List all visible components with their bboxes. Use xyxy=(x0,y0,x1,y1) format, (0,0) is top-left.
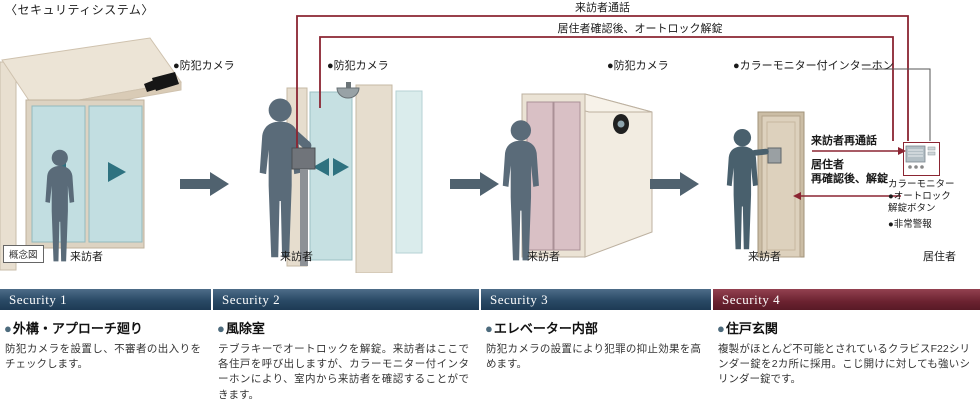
elevator-door-left xyxy=(526,101,554,251)
bullet-icon: ● xyxy=(485,321,493,336)
resident-reconfirm-label: 居住者 再確認後、解錠 xyxy=(811,159,888,185)
section-security-3: Security 3 ●エレベーター内部 防犯カメラの設置により犯罪の抑止効果を… xyxy=(481,289,711,404)
visitor-label-4: 来訪者 xyxy=(748,251,781,263)
door-intercom-icon xyxy=(767,147,782,164)
visitor-call-label: 来訪者通話 xyxy=(575,2,630,14)
section-body-4: 複製がほとんど不可能とされているクラビスF22シリンダー錠を2カ所に採用。こじ開… xyxy=(718,343,970,386)
scene-dwelling-entrance xyxy=(726,111,805,258)
visitor-label-3: 来訪者 xyxy=(527,251,560,263)
autolock-unlock-button-label: ●オートロック 解錠ボタン xyxy=(888,191,951,214)
section-security-4: Security 4 ●住戸玄関 複製がほとんど不可能とされているクラビスF22… xyxy=(713,289,980,404)
section-header-1: Security 1 xyxy=(0,289,211,310)
scene-windbreak-room xyxy=(259,82,423,273)
visitor-label-1: 来訪者 xyxy=(70,251,103,263)
page-title: 〈セキュリティシステム〉 xyxy=(5,3,154,17)
dome-camera-icon xyxy=(336,82,360,99)
windbreak-far-glass xyxy=(395,90,423,254)
section-body-3: 防犯カメラの設置により犯罪の抑止効果を高めます。 xyxy=(486,343,701,371)
visitor-label-2: 来訪者 xyxy=(280,251,313,263)
camera-label-3: ●防犯カメラ xyxy=(607,60,669,72)
color-monitor-label: カラーモニター xyxy=(888,179,955,190)
stage-arrow-3-icon xyxy=(650,172,699,196)
visitor-silhouette xyxy=(502,120,539,261)
section-title-1: ●外構・アプローチ廻り xyxy=(4,321,143,336)
section-header-4: Security 4 xyxy=(713,289,980,310)
flow-lines-overlay xyxy=(180,15,931,200)
monitor-screen-icon xyxy=(905,145,936,169)
sliding-arrow-right-icon xyxy=(333,158,349,176)
section-title-2: ●風除室 xyxy=(217,321,265,336)
section-header-2: Security 2 xyxy=(213,289,479,310)
camera-label-2: ●防犯カメラ xyxy=(327,60,389,72)
section-body-1: 防犯カメラを設置し、不審者の出入りをチェックします。 xyxy=(5,343,201,371)
scene-elevator xyxy=(502,93,653,261)
legend-badge: 概念図 xyxy=(3,245,44,263)
security-camera-icon xyxy=(144,72,179,92)
unlock-arrow xyxy=(793,192,901,200)
auto-unlock-label: 居住者確認後、オートロック解錠 xyxy=(557,23,723,35)
elevator-door-right xyxy=(553,101,581,251)
visitor-silhouette xyxy=(45,149,75,262)
section-security-2: Security 2 ●風除室 テブラキーでオートロックを解錠。来訪者はここで各… xyxy=(213,289,479,404)
intercom-pedestal xyxy=(291,147,316,266)
stage-arrow-2-icon xyxy=(450,172,499,196)
windbreak-glass-door xyxy=(309,91,353,261)
section-title-4: ●住戸玄関 xyxy=(717,321,778,336)
bullet-icon: ● xyxy=(717,321,725,336)
section-title-3: ●エレベーター内部 xyxy=(485,321,598,336)
sliding-arrow-left-icon xyxy=(313,158,329,176)
bullet-icon: ● xyxy=(4,321,12,336)
section-security-1: Security 1 ●外構・アプローチ廻り 防犯カメラを設置し、不審者の出入り… xyxy=(0,289,211,404)
scene-entrance xyxy=(0,37,182,271)
section-header-3: Security 3 xyxy=(481,289,711,310)
dwelling-door xyxy=(761,115,801,258)
recall-arrow xyxy=(812,147,906,155)
windbreak-wall xyxy=(355,84,393,273)
emergency-alarm-label: ●非常警報 xyxy=(888,219,932,230)
elevator-camera-icon xyxy=(613,114,629,134)
resident-label: 居住者 xyxy=(923,251,956,263)
intercom-connector-line xyxy=(862,68,931,141)
visitor-silhouette xyxy=(259,98,312,258)
stage-arrow-1-icon xyxy=(180,172,229,196)
bullet-icon: ● xyxy=(217,321,225,336)
dwelling-door-panel xyxy=(766,121,796,251)
auto-unlock-line xyxy=(319,36,894,141)
section-body-2: テブラキーでオートロックを解錠。来訪者はここで各住戸を呼び出しますが、カラーモニ… xyxy=(218,343,469,401)
visitor-call-line xyxy=(296,15,909,148)
sliding-arrow-right-icon xyxy=(108,162,126,182)
intercom-device-label: ●カラーモニター付インターホン xyxy=(733,60,894,72)
camera-label-1: ●防犯カメラ xyxy=(173,60,235,72)
color-monitor-unit xyxy=(903,142,940,176)
visitor-silhouette xyxy=(726,128,769,250)
visitor-recall-label: 来訪者再通話 xyxy=(811,135,877,147)
